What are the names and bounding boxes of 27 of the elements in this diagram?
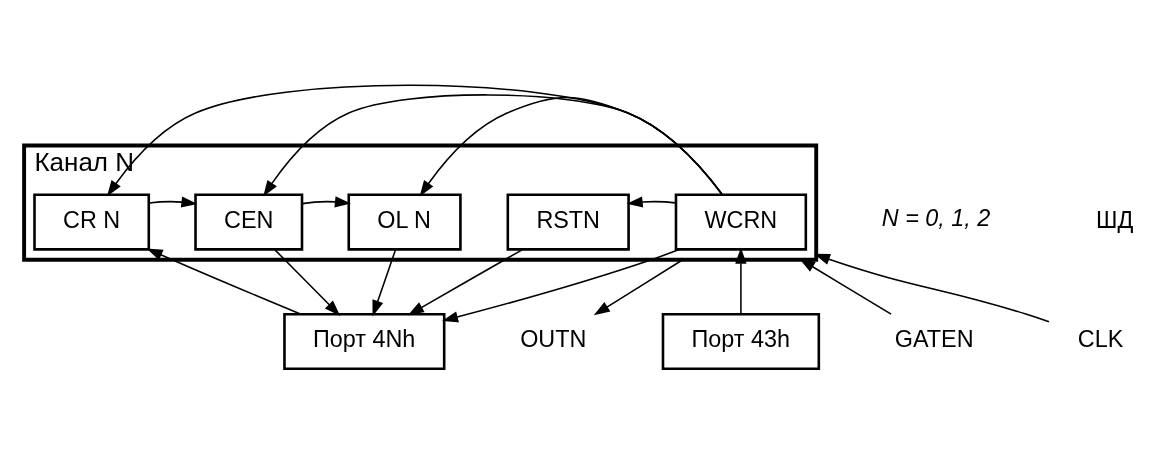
arrow (593, 258, 684, 315)
arrow (441, 248, 680, 322)
arrow (146, 247, 302, 315)
arrow (814, 253, 1050, 322)
arrow (301, 195, 351, 207)
arrow (407, 248, 524, 315)
arrow (372, 248, 397, 316)
node-box: Порт 43h (661, 312, 821, 370)
arrow (626, 195, 677, 208)
label: N = 0, 1, 2 (881, 204, 991, 231)
node-box: Порт 4Nh (283, 312, 446, 370)
arrow (148, 195, 198, 208)
node-box: OL N (347, 193, 462, 251)
node-box: CEN (194, 193, 304, 251)
node-text: OUTN (520, 325, 587, 352)
node-box: CR N (33, 193, 151, 251)
arrow (274, 248, 341, 316)
arrow (106, 84, 723, 196)
node-text: CLK (1077, 325, 1124, 352)
arrow (419, 96, 723, 196)
arrow (735, 247, 747, 315)
arrow (263, 93, 723, 196)
label: ШД (1096, 206, 1134, 233)
node-box: WCRN (674, 193, 808, 251)
node-box: RSTN (506, 193, 630, 251)
arrow (799, 258, 892, 315)
node-text: GATEN (894, 325, 974, 352)
